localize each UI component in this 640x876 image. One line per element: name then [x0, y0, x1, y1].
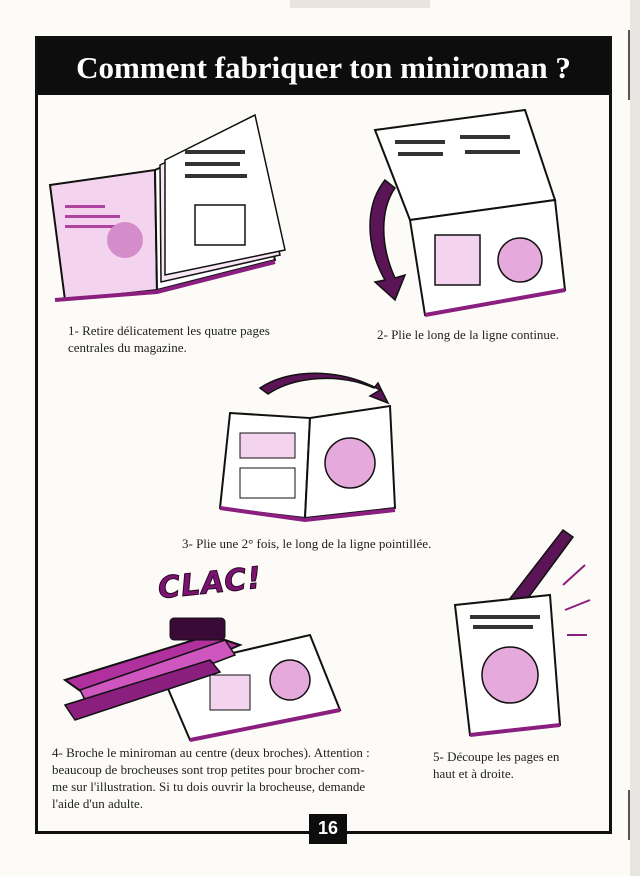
page-title: Comment fabriquer ton miniroman ?	[76, 50, 571, 85]
illustration-open-magazine	[48, 113, 286, 302]
title-bar	[38, 39, 609, 95]
step-5-line-1: 5- Découpe les pages en	[433, 749, 560, 764]
page-edge-mark	[628, 790, 630, 840]
page-number-box	[309, 814, 347, 844]
step-1-line-1: 1- Retire délicatement les quatre pages	[68, 323, 270, 338]
step-5-caption: 5- Découpe les pages en haut et à droite…	[433, 748, 603, 782]
illustration-second-fold	[218, 372, 397, 523]
step-2-caption: 2- Plie le long de la ligne continue.	[377, 326, 607, 343]
step-5-line-2: haut et à droite.	[433, 766, 514, 781]
illustration-cut-pages	[453, 528, 591, 737]
step-1-line-2: centrales du magazine.	[68, 340, 187, 355]
illustration-fold-line	[369, 108, 567, 317]
step-4-line-1: 4- Broche le miniroman au centre (deux b…	[52, 745, 370, 760]
page-edge-mark	[628, 30, 630, 100]
step-2-line-1: 2- Plie le long de la ligne continue.	[377, 327, 559, 342]
step-3-caption: 3- Plie une 2° fois, le long de la ligne…	[182, 535, 502, 552]
page-edge-shadow	[630, 0, 640, 876]
step-4-line-2: beaucoup de brocheuses sont trop petites…	[52, 762, 365, 777]
step-4-line-4: l'aide d'un adulte.	[52, 796, 143, 811]
step-3-line-1: 3- Plie une 2° fois, le long de la ligne…	[182, 536, 432, 551]
top-edge-strip	[290, 0, 430, 8]
step-1-caption: 1- Retire délicatement les quatre pages …	[68, 322, 328, 356]
step-4-line-3: me sur l'illustration. Si tu dois ouvrir…	[52, 779, 366, 794]
page-number: 16	[317, 818, 339, 838]
step-4-caption: 4- Broche le miniroman au centre (deux b…	[52, 744, 392, 812]
illustration-stapler	[62, 617, 342, 742]
